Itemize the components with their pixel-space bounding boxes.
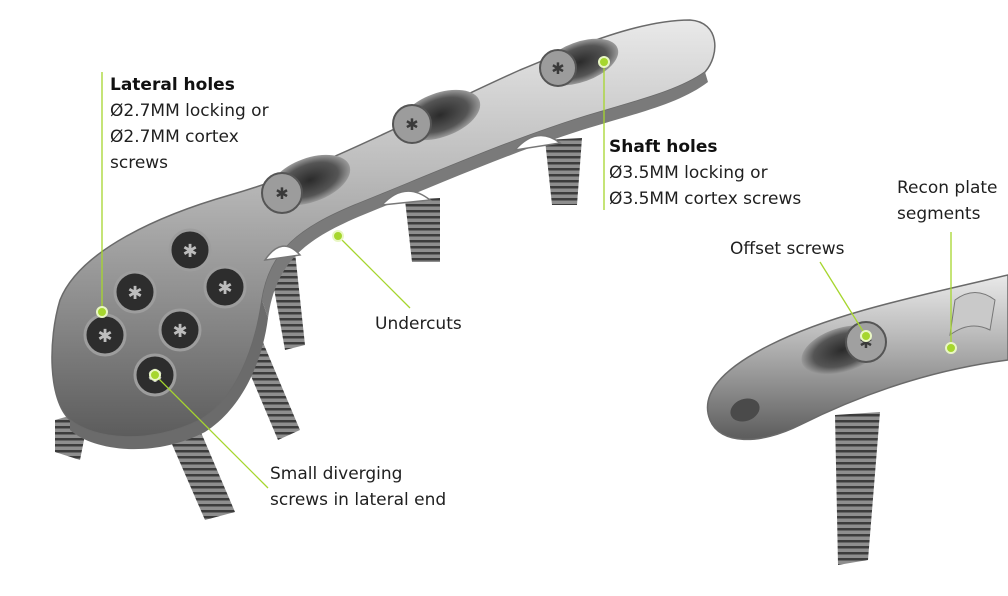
recon-plate-dot <box>946 343 956 353</box>
lateral-holes-line-3: screws <box>110 150 269 176</box>
recon-plate: ✱ <box>708 275 1008 565</box>
offset-screws-label: Offset screws <box>730 236 845 262</box>
small-diverging-line-2: screws in lateral end <box>270 487 446 513</box>
lateral-holes-dot <box>97 307 107 317</box>
svg-text:✱: ✱ <box>172 321 187 342</box>
shaft-holes-dot <box>599 57 609 67</box>
shaft-holes-line-1: Ø3.5MM locking or <box>609 160 801 186</box>
svg-text:✱: ✱ <box>127 283 142 304</box>
lateral-holes-line-1: Ø2.7MM locking or <box>110 98 269 124</box>
undercuts-callout: Undercuts <box>375 311 462 337</box>
svg-text:✱: ✱ <box>217 278 232 299</box>
recon-plate-line-1: Recon plate <box>897 175 998 201</box>
offset-screws-callout: Offset screws <box>730 236 845 262</box>
lateral-holes-callout: Lateral holes Ø2.7MM locking or Ø2.7MM c… <box>110 72 269 176</box>
svg-text:✱: ✱ <box>405 115 418 134</box>
shaft-holes-callout: Shaft holes Ø3.5MM locking or Ø3.5MM cor… <box>609 134 801 212</box>
recon-plate-callout: Recon plate segments <box>897 175 998 227</box>
undercuts-label: Undercuts <box>375 311 462 337</box>
diverging-screws-dot <box>150 370 160 380</box>
offset-screws-dot <box>861 331 871 341</box>
svg-text:✱: ✱ <box>551 59 564 78</box>
undercuts-dot <box>333 231 343 241</box>
shaft-holes-title: Shaft holes <box>609 134 801 160</box>
recon-plate-line-2: segments <box>897 201 998 227</box>
svg-text:✱: ✱ <box>182 241 197 262</box>
svg-text:✱: ✱ <box>275 184 288 203</box>
svg-text:✱: ✱ <box>97 326 112 347</box>
small-diverging-line-1: Small diverging <box>270 461 446 487</box>
small-diverging-callout: Small diverging screws in lateral end <box>270 461 446 513</box>
shaft-holes-line-2: Ø3.5MM cortex screws <box>609 186 801 212</box>
lateral-holes-line-2: Ø2.7MM cortex <box>110 124 269 150</box>
lateral-holes-title: Lateral holes <box>110 72 269 98</box>
